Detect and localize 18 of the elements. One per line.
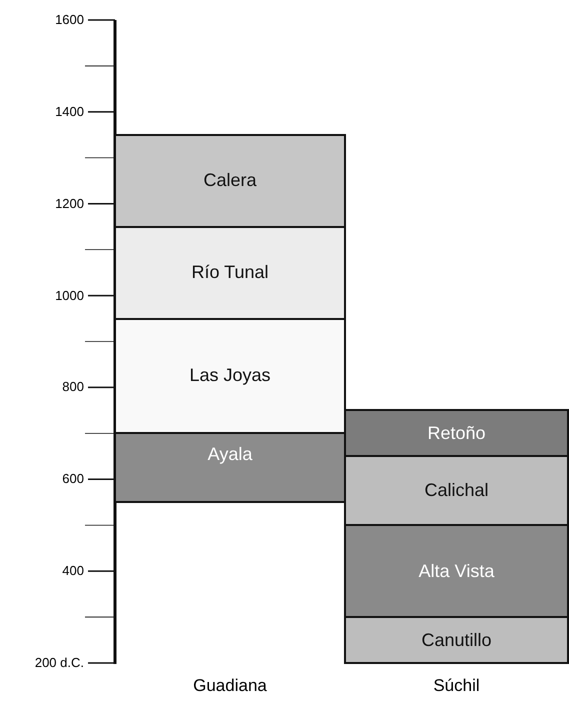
axis-tick-label: 1600 — [54, 12, 84, 27]
column-label: Súchil — [432, 676, 481, 696]
period-box: Las Joyas — [114, 318, 346, 434]
period-box: Calichal — [344, 455, 569, 526]
axis-tick-label: 600 — [61, 471, 84, 486]
axis-tick-label: 1000 — [54, 288, 84, 303]
period-box: Alta Vista — [344, 524, 569, 618]
axis-tick-label: 1200 — [54, 196, 84, 211]
column-label: Guadiana — [192, 676, 268, 696]
axis-tick-label: 200 d.C. — [34, 655, 84, 670]
period-box: Ayala — [114, 432, 346, 504]
axis-tick-label: 400 — [61, 563, 84, 578]
axis-tick-label: 1400 — [54, 104, 84, 119]
period-box: Río Tunal — [114, 226, 346, 320]
period-box: Retoño — [344, 409, 569, 458]
period-box: Calera — [114, 134, 346, 228]
period-box: Canutillo — [344, 616, 569, 664]
axis-tick-label: 800 — [61, 379, 84, 394]
